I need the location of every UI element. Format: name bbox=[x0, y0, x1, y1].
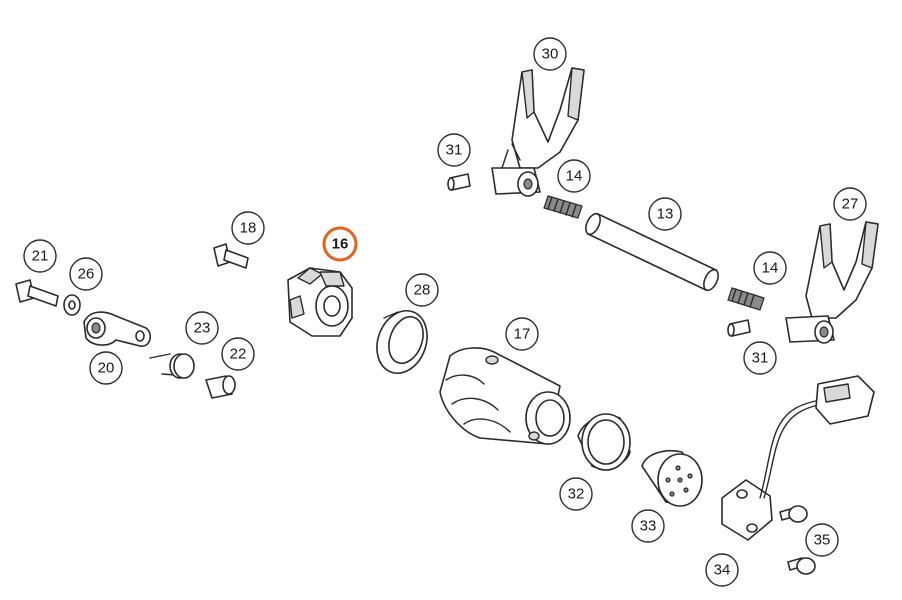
part-spring-23[interactable] bbox=[149, 353, 195, 379]
callout-31-lower: 31 bbox=[743, 341, 777, 375]
svg-text:31: 31 bbox=[752, 350, 769, 367]
svg-text:18: 18 bbox=[240, 220, 257, 237]
callout-32: 32 bbox=[559, 477, 593, 511]
callout-27: 27 bbox=[833, 187, 867, 221]
svg-text:16: 16 bbox=[332, 236, 349, 253]
part-washer-26[interactable] bbox=[63, 294, 81, 316]
callout-22: 22 bbox=[221, 337, 255, 371]
part-spring-14-upper[interactable] bbox=[543, 195, 583, 219]
callout-14-lower: 14 bbox=[753, 251, 787, 285]
callout-20: 20 bbox=[89, 351, 123, 385]
part-bearing-ring-32[interactable] bbox=[577, 413, 631, 471]
svg-text:26: 26 bbox=[78, 266, 95, 283]
svg-text:32: 32 bbox=[568, 486, 585, 503]
svg-text:31: 31 bbox=[446, 142, 463, 159]
callout-13: 13 bbox=[648, 197, 682, 231]
svg-text:33: 33 bbox=[640, 518, 657, 535]
svg-text:20: 20 bbox=[98, 360, 115, 377]
part-pin-31-upper[interactable] bbox=[447, 173, 471, 191]
part-bolt-18[interactable] bbox=[213, 243, 249, 269]
part-gear-sensor-34[interactable] bbox=[721, 375, 875, 541]
svg-text:28: 28 bbox=[414, 282, 431, 299]
svg-text:14: 14 bbox=[762, 260, 779, 277]
callout-34: 34 bbox=[705, 553, 739, 587]
part-sensor-housing-33[interactable] bbox=[641, 450, 703, 507]
svg-text:14: 14 bbox=[566, 168, 583, 185]
svg-text:30: 30 bbox=[542, 46, 559, 63]
callout-16: 16 bbox=[322, 226, 358, 262]
part-spring-14-lower[interactable] bbox=[727, 287, 765, 311]
callout-26: 26 bbox=[69, 257, 103, 291]
callout-18: 18 bbox=[231, 211, 265, 245]
part-bolt-21[interactable] bbox=[15, 279, 59, 307]
callout-30: 30 bbox=[533, 37, 567, 71]
svg-text:34: 34 bbox=[714, 562, 731, 579]
part-pin-31-lower[interactable] bbox=[727, 319, 751, 337]
callout-33: 33 bbox=[631, 509, 665, 543]
svg-text:21: 21 bbox=[32, 248, 49, 265]
svg-text:22: 22 bbox=[230, 346, 247, 363]
callout-21: 21 bbox=[23, 239, 57, 273]
part-shift-drum-locating-16[interactable] bbox=[287, 267, 353, 337]
part-shift-drum-17[interactable] bbox=[439, 347, 571, 445]
svg-text:13: 13 bbox=[657, 206, 674, 223]
callout-28: 28 bbox=[405, 273, 439, 307]
part-shift-fork-30[interactable] bbox=[491, 67, 585, 197]
svg-text:17: 17 bbox=[514, 326, 531, 343]
svg-text:27: 27 bbox=[842, 196, 859, 213]
part-shaft-13[interactable] bbox=[583, 211, 721, 292]
part-bushing-22[interactable] bbox=[205, 375, 236, 399]
callout-31-upper: 31 bbox=[437, 133, 471, 167]
part-shift-fork-27[interactable] bbox=[785, 221, 879, 344]
svg-text:23: 23 bbox=[194, 320, 211, 337]
callout-35: 35 bbox=[805, 523, 839, 557]
svg-text:35: 35 bbox=[814, 532, 831, 549]
callout-17: 17 bbox=[505, 317, 539, 351]
part-ring-28[interactable] bbox=[369, 304, 436, 381]
part-lever-20[interactable] bbox=[83, 311, 152, 347]
callout-14-upper: 14 bbox=[557, 159, 591, 193]
part-screws-35[interactable] bbox=[779, 505, 816, 575]
callout-23: 23 bbox=[185, 311, 219, 345]
